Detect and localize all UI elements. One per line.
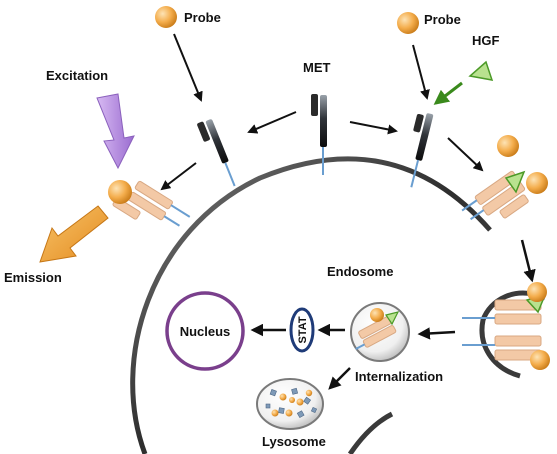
arrow-to-vesicle <box>417 327 456 340</box>
probe-endosome-2 <box>530 350 550 370</box>
met-label: MET <box>303 60 331 75</box>
hgf-label: HGF <box>472 33 500 48</box>
internalization-vesicle <box>350 302 410 362</box>
probe-top-right <box>397 12 419 34</box>
probe-left-label: Probe <box>184 10 221 25</box>
arrow-to-bound-complex <box>447 137 484 172</box>
excitation-label: Excitation <box>46 68 108 83</box>
arrow-to-endosome <box>520 239 536 283</box>
lysosome-label: Lysosome <box>262 434 326 449</box>
stat-marker: STAT <box>289 307 315 353</box>
left-bound-complex <box>108 180 191 227</box>
endosome-membrane <box>479 290 546 379</box>
met-receptor-right <box>410 113 434 188</box>
probe-left-bound <box>108 180 132 204</box>
arrow-met-left <box>247 111 297 134</box>
probe-right-label: Probe <box>424 12 461 27</box>
lysosome <box>256 378 324 430</box>
endosome-label: Endosome <box>327 264 393 279</box>
excitation-arrow <box>96 93 135 170</box>
nucleus <box>165 291 245 371</box>
arrow-to-left-complex <box>160 162 197 191</box>
arrow-hgf <box>433 81 463 105</box>
met-receptor-left <box>197 119 236 187</box>
met-receptor <box>311 94 327 175</box>
probe-bound-1 <box>497 135 519 157</box>
arrow-probe-left <box>173 33 203 102</box>
probe-bound-2 <box>526 172 548 194</box>
nucleus-label: Nucleus <box>180 324 231 339</box>
arrow-probe-right <box>412 44 430 100</box>
arrow-met-right <box>349 121 398 135</box>
arrow-to-lysosome <box>328 367 351 390</box>
cell-membrane <box>130 156 492 454</box>
probe-endosome-1 <box>527 282 547 302</box>
probe-top-left <box>155 6 177 28</box>
internalization-label: Internalization <box>355 369 443 384</box>
endosome-tail-membrane <box>347 411 394 454</box>
emission-arrow <box>39 205 109 263</box>
hgf-triangle <box>468 60 494 81</box>
bound-receptor-complex <box>461 135 548 221</box>
stat-label: STAT <box>297 316 309 343</box>
endosome-receptors <box>462 282 550 370</box>
emission-label: Emission <box>4 270 62 285</box>
